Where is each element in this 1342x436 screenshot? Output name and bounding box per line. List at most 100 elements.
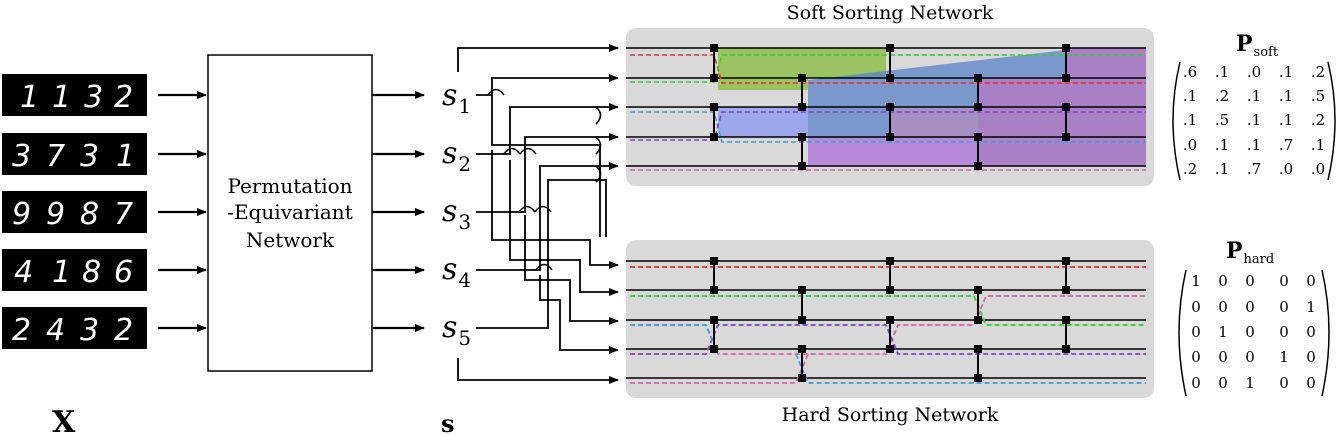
svg-text:.1: .1 <box>1183 111 1197 129</box>
soft-sorting-network: Soft Sorting Network <box>626 2 1154 186</box>
soft-region-blue <box>808 50 1066 137</box>
digit: 3 <box>80 139 99 174</box>
network-label-line2: -Equivariant <box>227 200 352 224</box>
svg-text:0: 0 <box>1245 298 1255 316</box>
digit: 7 <box>46 139 65 174</box>
score-s2: s2 <box>442 136 471 176</box>
input-image-row: 1 1 3 2 <box>2 74 147 116</box>
input-image-row: 2 4 3 2 <box>2 307 147 349</box>
input-image-row: 4 1 8 6 <box>2 249 147 291</box>
p-hard-left-paren <box>1178 269 1187 397</box>
digit: 8 <box>82 255 101 290</box>
svg-text:.1: .1 <box>1183 87 1197 105</box>
network-label-line1: Permutation <box>227 174 352 198</box>
svg-text:0: 0 <box>1245 348 1255 366</box>
p-soft-matrix: Psoft .6 .1 .0 .1 .2 .1 .2 .1 .1 .5 .1 .5 .1 .1 .2 .… <box>1172 31 1336 181</box>
svg-text:0: 0 <box>1245 323 1255 341</box>
svg-text:0: 0 <box>1245 272 1255 290</box>
soft-region-violet <box>808 137 978 166</box>
digit: 2 <box>12 313 31 348</box>
svg-text:.0: .0 <box>1183 136 1197 154</box>
svg-text:.1: .1 <box>1247 87 1261 105</box>
svg-text:0: 0 <box>1306 348 1316 366</box>
soft-comparator-nodes <box>710 44 1070 170</box>
digit: 2 <box>114 313 133 348</box>
svg-text:0: 0 <box>1279 298 1289 316</box>
digit: 1 <box>52 80 71 115</box>
svg-text:.1: .1 <box>1279 87 1293 105</box>
score-s5: s5 <box>442 310 471 350</box>
svg-text:0: 0 <box>1306 374 1316 392</box>
score-s1: s1 <box>442 78 471 118</box>
svg-text:0: 0 <box>1218 272 1228 290</box>
svg-text:.1: .1 <box>1311 136 1325 154</box>
svg-text:.1: .1 <box>1215 63 1229 81</box>
svg-text:0: 0 <box>1279 374 1289 392</box>
soft-region-lightblue <box>718 107 808 137</box>
score-s4: s4 <box>442 252 471 292</box>
hard-comparator-nodes <box>710 257 1070 382</box>
soft-traces <box>630 54 1146 171</box>
digit: 8 <box>80 197 99 232</box>
hard-comparators <box>713 261 1067 378</box>
input-image-row: 3 7 3 1 <box>2 133 147 175</box>
p-soft-label: Psoft <box>1236 31 1279 60</box>
svg-text:.0: .0 <box>1247 63 1261 81</box>
digit: 1 <box>116 139 135 174</box>
digit: 3 <box>84 80 103 115</box>
svg-text:.1: .1 <box>1247 136 1261 154</box>
digit: 2 <box>114 80 133 115</box>
digit: 9 <box>12 197 31 232</box>
svg-text:0: 0 <box>1191 298 1201 316</box>
soft-comparators <box>713 48 1067 166</box>
scores: s1 s2 s3 s4 s5 s <box>441 78 471 436</box>
svg-text:.5: .5 <box>1215 111 1229 129</box>
svg-text:0: 0 <box>1306 323 1316 341</box>
svg-text:.0: .0 <box>1279 160 1293 178</box>
svg-text:0: 0 <box>1306 272 1316 290</box>
svg-text:.2: .2 <box>1215 87 1229 105</box>
digit: 1 <box>52 255 71 290</box>
input-label-X: X <box>52 405 76 436</box>
svg-text:.1: .1 <box>1279 63 1293 81</box>
input-arrows <box>158 91 207 332</box>
svg-text:1: 1 <box>1245 374 1255 392</box>
p-hard-label: Phard <box>1226 238 1274 267</box>
svg-text:0: 0 <box>1279 272 1289 290</box>
svg-text:1: 1 <box>1279 348 1289 366</box>
p-soft-left-paren <box>1172 61 1181 181</box>
svg-text:.1: .1 <box>1247 111 1261 129</box>
p-hard-right-paren <box>1321 269 1330 397</box>
svg-text:.2: .2 <box>1183 160 1197 178</box>
svg-text:.2: .2 <box>1311 63 1325 81</box>
svg-text:.6: .6 <box>1183 63 1197 81</box>
soft-network-title: Soft Sorting Network <box>787 2 994 24</box>
network-label-line3: Network <box>246 228 335 252</box>
svg-text:0: 0 <box>1191 348 1201 366</box>
scores-label-s: s <box>441 409 455 436</box>
svg-text:.0: .0 <box>1311 160 1325 178</box>
output-arrows <box>372 91 425 332</box>
svg-text:0: 0 <box>1191 374 1201 392</box>
svg-text:.5: .5 <box>1311 87 1325 105</box>
svg-text:.7: .7 <box>1247 160 1261 178</box>
svg-text:0: 0 <box>1218 348 1228 366</box>
svg-text:0: 0 <box>1279 323 1289 341</box>
digit: 4 <box>46 313 65 348</box>
svg-text:0: 0 <box>1191 323 1201 341</box>
p-soft-cells: .6 .1 .0 .1 .2 .1 .2 .1 .1 .5 .1 .5 .1 .1 .2 .0 .1 .1.… <box>1183 63 1325 178</box>
input-images: 1 1 3 2 3 7 3 1 9 9 8 7 4 1 8 6 2 <box>2 74 147 436</box>
hard-network-title: Hard Sorting Network <box>782 404 999 426</box>
input-image-row: 9 9 8 7 <box>2 191 147 233</box>
svg-text:.1: .1 <box>1215 160 1229 178</box>
equivariant-network-box: Permutation -Equivariant Network <box>207 54 373 372</box>
digit: 3 <box>12 139 31 174</box>
digit: 6 <box>114 255 133 290</box>
digit: 4 <box>14 255 33 290</box>
svg-text:.1: .1 <box>1215 136 1229 154</box>
p-soft-right-paren <box>1327 61 1336 181</box>
soft-region-green <box>718 48 886 90</box>
